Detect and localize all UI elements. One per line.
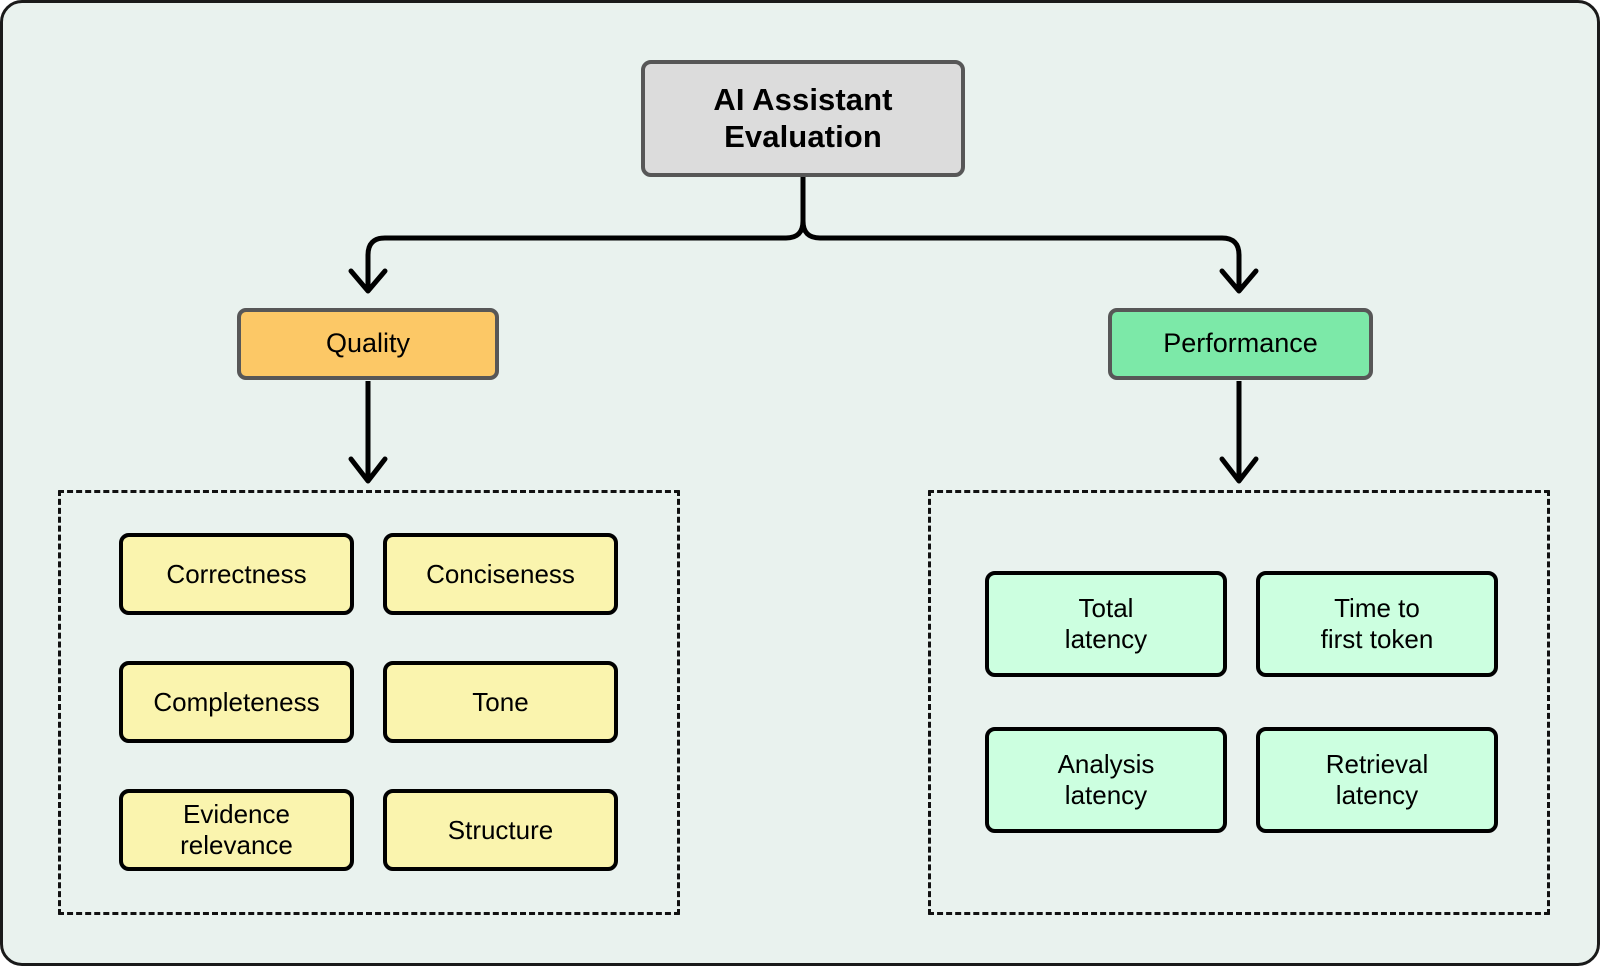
- leaf-node-completeness[interactable]: Completeness: [119, 661, 354, 743]
- leaf-node-retrieval-latency[interactable]: Retrieval latency: [1256, 727, 1498, 833]
- group-container-quality: [58, 490, 680, 915]
- leaf-node-structure[interactable]: Structure: [383, 789, 618, 871]
- group-container-performance: [928, 490, 1550, 915]
- root-node-ai-assistant-evaluation[interactable]: AI Assistant Evaluation: [641, 60, 965, 177]
- leaf-node-evidence-relevance[interactable]: Evidence relevance: [119, 789, 354, 871]
- branch-node-performance[interactable]: Performance: [1108, 308, 1373, 380]
- leaf-node-tone[interactable]: Tone: [383, 661, 618, 743]
- leaf-node-correctness[interactable]: Correctness: [119, 533, 354, 615]
- branch-node-quality[interactable]: Quality: [237, 308, 499, 380]
- leaf-node-time-to-first-token[interactable]: Time to first token: [1256, 571, 1498, 677]
- leaf-node-total-latency[interactable]: Total latency: [985, 571, 1227, 677]
- leaf-node-conciseness[interactable]: Conciseness: [383, 533, 618, 615]
- leaf-node-analysis-latency[interactable]: Analysis latency: [985, 727, 1227, 833]
